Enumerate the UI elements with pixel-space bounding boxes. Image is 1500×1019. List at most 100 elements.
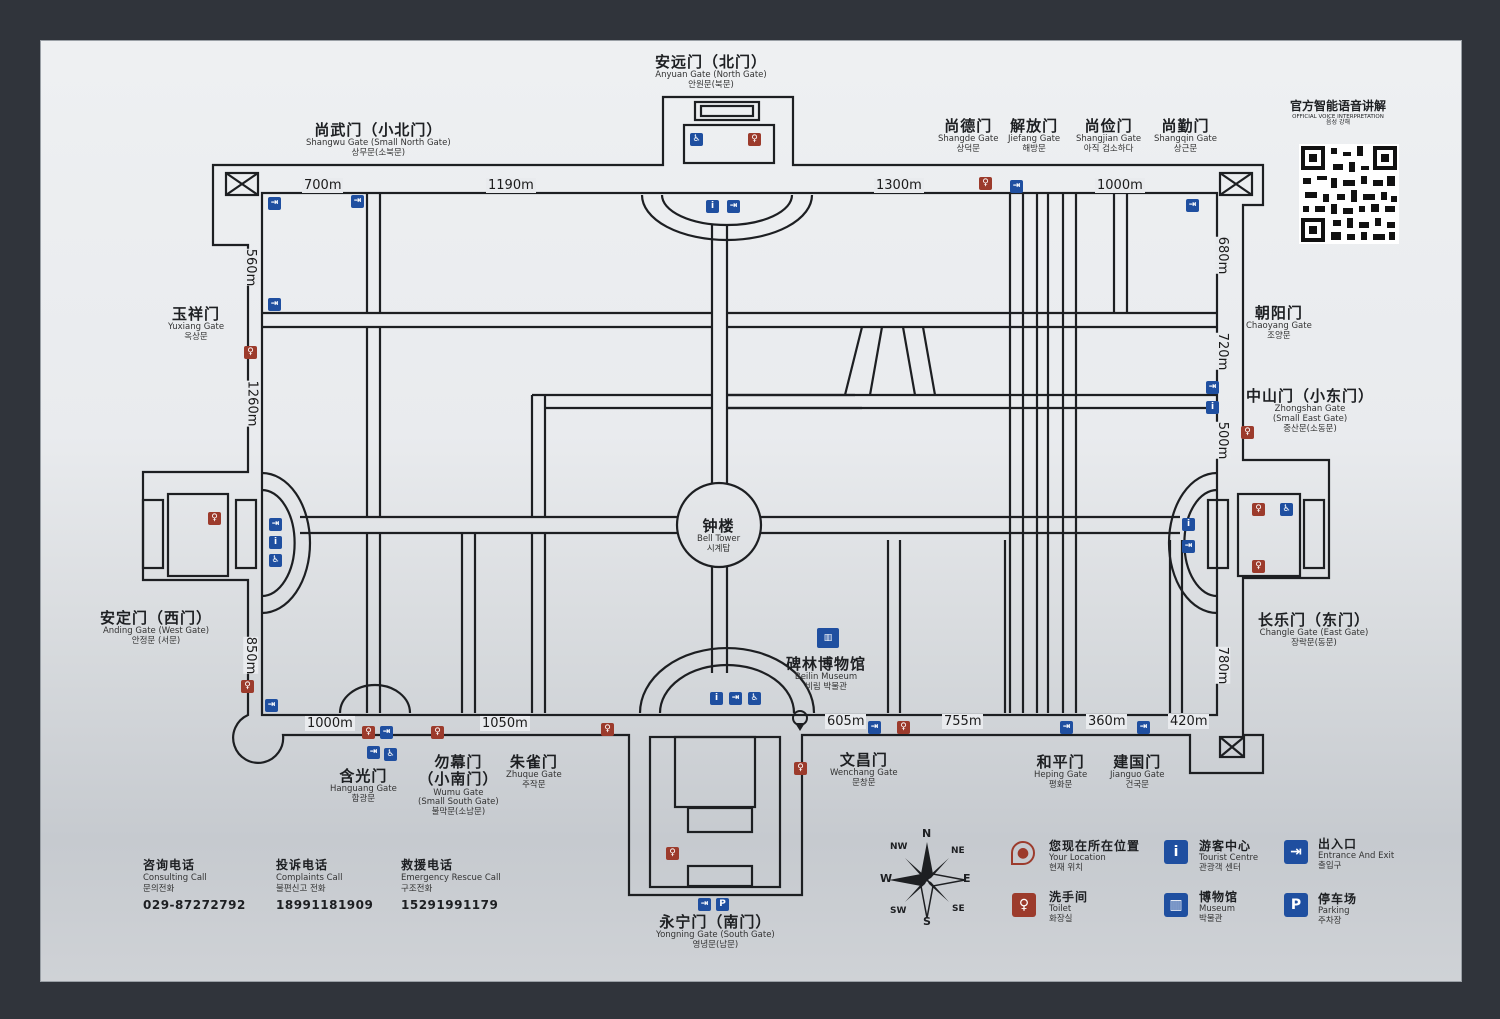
toilet-icon[interactable]: ♀ bbox=[208, 512, 221, 525]
voice-title: 官方智能语音讲解 bbox=[1290, 99, 1387, 113]
gate-chaoyang[interactable]: 朝阳门 Chaoyang Gate 조양문 bbox=[1246, 304, 1312, 342]
compass-n: N bbox=[922, 827, 932, 840]
gate-jiefang[interactable]: 解放门 Jiefang Gate 해방문 bbox=[1008, 117, 1061, 155]
distance-north-4: 1000m bbox=[1095, 178, 1145, 193]
entry-icon[interactable]: ⇥ bbox=[1182, 540, 1195, 553]
museum-icon: ▥ bbox=[817, 628, 839, 648]
gate-zhuque[interactable]: 朱雀门 Zhuque Gate 주작문 bbox=[506, 753, 562, 791]
gate-shangwu[interactable]: 尚武门（小北门） Shangwu Gate (Small North Gate)… bbox=[306, 121, 451, 159]
distance-south-2: 1050m bbox=[480, 716, 530, 731]
gate-shangqin[interactable]: 尚勤门 Shangqin Gate 상근문 bbox=[1154, 117, 1217, 155]
phone-number[interactable]: 029-87272792 bbox=[143, 898, 246, 913]
gate-shangde[interactable]: 尚德门 Shangde Gate 상덕문 bbox=[938, 117, 999, 155]
entry-icon[interactable]: ⇥ bbox=[1137, 721, 1150, 734]
info-icon: i bbox=[1164, 840, 1188, 864]
legend-parking: 停车场 Parking 주차장 bbox=[1318, 892, 1358, 926]
access-icon[interactable]: ♿ bbox=[1280, 503, 1293, 516]
legend-entrance: 出入口 Entrance And Exit 출입구 bbox=[1318, 837, 1395, 871]
bell-tower-label[interactable]: 钟楼 Bell Tower 시계탑 bbox=[697, 517, 741, 555]
gate-changle[interactable]: 长乐门（东门） Changle Gate (East Gate) 장락문(동문) bbox=[1258, 611, 1371, 649]
gate-jianguo[interactable]: 建国门 Jianguo Gate 건국문 bbox=[1110, 753, 1165, 791]
toilet-icon[interactable]: ♀ bbox=[362, 726, 375, 739]
access-icon[interactable]: ♿ bbox=[748, 692, 761, 705]
entry-icon[interactable]: ⇥ bbox=[729, 692, 742, 705]
info-icon[interactable]: i bbox=[710, 692, 723, 705]
distance-west-3: 850m bbox=[243, 636, 259, 675]
toilet-icon[interactable]: ♀ bbox=[1241, 426, 1254, 439]
access-icon[interactable]: ♿ bbox=[269, 554, 282, 567]
entry-icon[interactable]: ⇥ bbox=[380, 726, 393, 739]
beilin-museum-label[interactable]: 碑林博物馆 Beilin Museum 비림 박물관 bbox=[786, 655, 867, 693]
toilet-icon[interactable]: ♀ bbox=[1252, 503, 1265, 516]
distance-west-2: 1260m bbox=[244, 380, 260, 427]
entry-icon[interactable]: ⇥ bbox=[727, 200, 740, 213]
parking-icon: P bbox=[1284, 893, 1308, 917]
gate-zhongshan[interactable]: 中山门（小东门） Zhongshan Gate (Small East Gate… bbox=[1246, 387, 1375, 434]
compass-e: E bbox=[963, 872, 971, 885]
toilet-icon[interactable]: ♀ bbox=[241, 680, 254, 693]
voice-guide-label: 官方智能语音讲解 OFFICIAL VOICE INTERPRETATION 음… bbox=[1290, 99, 1387, 127]
info-icon[interactable]: i bbox=[269, 536, 282, 549]
compass-sw: SW bbox=[890, 906, 907, 916]
gate-wenchang[interactable]: 文昌门 Wenchang Gate 문창문 bbox=[830, 751, 898, 789]
gate-heping[interactable]: 和平门 Heping Gate 평화문 bbox=[1034, 753, 1088, 791]
legend-toilet: 洗手间 Toilet 화장실 bbox=[1049, 890, 1089, 924]
toilet-icon[interactable]: ♀ bbox=[979, 177, 992, 190]
entry-icon[interactable]: ⇥ bbox=[351, 195, 364, 208]
toilet-icon[interactable]: ♀ bbox=[601, 723, 614, 736]
qr-code[interactable] bbox=[1299, 144, 1399, 244]
distance-north-3: 1300m bbox=[874, 178, 924, 193]
entry-icon[interactable]: ⇥ bbox=[698, 898, 711, 911]
info-icon[interactable]: i bbox=[706, 200, 719, 213]
gate-wumu[interactable]: 勿幕门 （小南门） Wumu Gate (Small South Gate) 불… bbox=[418, 753, 499, 818]
entry-icon[interactable]: ⇥ bbox=[1206, 381, 1219, 394]
entry-icon: ⇥ bbox=[1284, 840, 1308, 864]
distance-east-3: 500m bbox=[1215, 421, 1231, 460]
contact-complaints: 投诉电话 Complaints Call 불편신고 전화 18991181909 bbox=[276, 858, 374, 913]
bell-tower-circle bbox=[675, 481, 763, 569]
gate-yongning[interactable]: 永宁门（南门） Yongning Gate (South Gate) 영녕문(남… bbox=[656, 913, 775, 951]
info-icon[interactable]: i bbox=[1206, 401, 1219, 414]
entry-icon[interactable]: ⇥ bbox=[268, 197, 281, 210]
contact-emergency: 救援电话 Emergency Rescue Call 구조전화 15291991… bbox=[401, 858, 501, 913]
distance-east-4: 780m bbox=[1215, 646, 1231, 685]
toilet-icon[interactable]: ♀ bbox=[897, 721, 910, 734]
entry-icon[interactable]: ⇥ bbox=[1060, 721, 1073, 734]
toilet-icon[interactable]: ♀ bbox=[794, 762, 807, 775]
distance-east-2: 720m bbox=[1215, 332, 1231, 371]
toilet-icon[interactable]: ♀ bbox=[1252, 560, 1265, 573]
entry-icon[interactable]: ⇥ bbox=[269, 518, 282, 531]
entry-icon[interactable]: ⇥ bbox=[367, 746, 380, 759]
gate-shangjian[interactable]: 尚俭门 Shangjian Gate 아직 검소하다 bbox=[1076, 117, 1142, 155]
distance-south-6: 420m bbox=[1168, 714, 1210, 729]
compass-ne: NE bbox=[951, 846, 965, 856]
entry-icon[interactable]: ⇥ bbox=[1010, 180, 1023, 193]
distance-south-4: 755m bbox=[942, 714, 984, 729]
location-pin-icon: ● bbox=[1011, 841, 1035, 865]
voice-en: OFFICIAL VOICE INTERPRETATION bbox=[1292, 113, 1384, 120]
entry-icon[interactable]: ⇥ bbox=[868, 721, 881, 734]
outer-wall bbox=[141, 95, 1331, 897]
access-icon[interactable]: ♿ bbox=[690, 133, 703, 146]
distance-east-1: 680m bbox=[1215, 236, 1231, 275]
entry-icon[interactable]: ⇥ bbox=[268, 298, 281, 311]
info-icon[interactable]: i bbox=[1182, 518, 1195, 531]
toilet-icon[interactable]: ♀ bbox=[431, 726, 444, 739]
toilet-icon[interactable]: ♀ bbox=[666, 847, 679, 860]
toilet-icon[interactable]: ♀ bbox=[244, 346, 257, 359]
toilet-icon: ♀ bbox=[1012, 893, 1036, 917]
toilet-icon[interactable]: ♀ bbox=[748, 133, 761, 146]
access-icon[interactable]: ♿ bbox=[384, 748, 397, 761]
compass-w: W bbox=[880, 872, 893, 885]
compass-s: S bbox=[923, 915, 931, 928]
parking-icon[interactable]: P bbox=[716, 898, 729, 911]
gate-yuxiang[interactable]: 玉祥门 Yuxiang Gate 옥상문 bbox=[168, 305, 225, 343]
phone-number[interactable]: 18991181909 bbox=[276, 898, 374, 913]
distance-south-3: 605m bbox=[825, 714, 867, 729]
gate-anding[interactable]: 安定门（西门） Anding Gate (West Gate) 안정문 (서문) bbox=[100, 609, 213, 647]
entry-icon[interactable]: ⇥ bbox=[265, 699, 278, 712]
phone-number[interactable]: 15291991179 bbox=[401, 898, 499, 913]
gate-hanguang[interactable]: 含光门 Hanguang Gate 함광문 bbox=[330, 767, 397, 805]
entry-icon[interactable]: ⇥ bbox=[1186, 199, 1199, 212]
gate-anyuan[interactable]: 安远门（北门） Anyuan Gate (North Gate) 안원문(북문) bbox=[655, 53, 768, 91]
